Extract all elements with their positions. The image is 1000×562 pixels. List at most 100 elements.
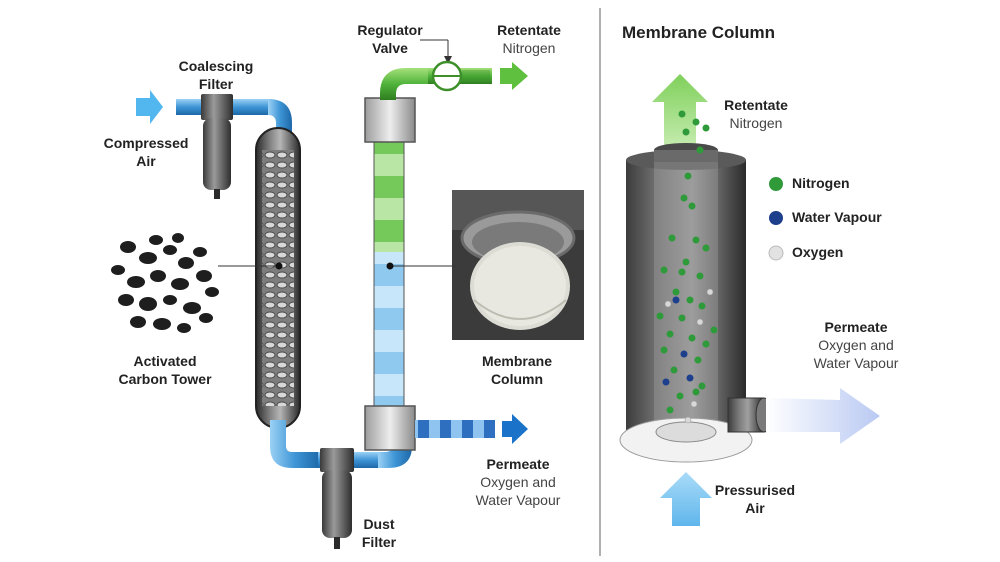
- molecule-16: [664, 300, 672, 308]
- permeate-right-arrow: [766, 388, 880, 444]
- molecule-9: [692, 236, 700, 244]
- coalescing-filter-body: [203, 118, 231, 190]
- molecule-5: [684, 172, 692, 180]
- pressurised-air-label: Pressurised Air: [700, 481, 810, 517]
- legend-nitrogen-dot: [769, 177, 783, 191]
- permeate-title-right: Permeate: [824, 319, 888, 335]
- membrane-photo: [452, 190, 584, 340]
- regulator-valve-label: Regulator Valve: [348, 21, 432, 57]
- molecule-4: [696, 146, 704, 154]
- molecule-38: [692, 388, 700, 396]
- molecule-18: [678, 314, 686, 322]
- activated-carbon-granules: [111, 233, 219, 333]
- molecules: [656, 110, 718, 424]
- tower-pointer-dot: [275, 262, 283, 270]
- molecule-30: [676, 392, 684, 400]
- molecule-39: [678, 268, 686, 276]
- molecule-11: [682, 258, 690, 266]
- molecule-13: [696, 272, 704, 280]
- compressed-air-arrow: [136, 90, 163, 124]
- molecule-29: [698, 382, 706, 390]
- molecule-1: [692, 118, 700, 126]
- molecule-25: [694, 356, 702, 364]
- legend-oxygen-dot: [768, 245, 784, 261]
- membrane-column-green: [374, 140, 404, 252]
- membrane-column-cylinder: [626, 160, 746, 432]
- regulator-valve-label-text: Regulator Valve: [357, 22, 423, 56]
- molecule-7: [688, 202, 696, 210]
- molecule-37: [710, 326, 718, 334]
- molecule-10: [702, 244, 710, 252]
- molecule-22: [702, 340, 710, 348]
- molecule-6: [680, 194, 688, 202]
- dust-filter-label: Dust Filter: [348, 515, 410, 551]
- molecule-28: [662, 378, 670, 386]
- coalescing-filter-drain: [214, 189, 220, 199]
- molecule-26: [670, 366, 678, 374]
- retentate-title-right: Retentate: [724, 97, 788, 113]
- molecule-35: [706, 288, 714, 296]
- molecule-27: [686, 374, 694, 382]
- dust-filter-drain: [334, 537, 340, 549]
- molecule-2: [702, 124, 710, 132]
- molecule-3: [682, 128, 690, 136]
- molecule-17: [698, 302, 706, 310]
- permeate-sub-left: Oxygen and Water Vapour: [475, 474, 561, 508]
- molecule-24: [680, 350, 688, 358]
- molecule-0: [678, 110, 686, 118]
- permeate-pipe: [415, 420, 495, 438]
- molecule-23: [660, 346, 668, 354]
- legend-water-vapour-dot: [769, 211, 783, 225]
- membrane-pointer-dot: [386, 262, 394, 270]
- legend-water-vapour-label: Water Vapour: [792, 209, 882, 225]
- activated-carbon-tower-label: Activated Carbon Tower: [104, 352, 226, 388]
- molecule-15: [686, 296, 694, 304]
- retentate-title-left: Retentate: [497, 22, 561, 38]
- molecule-14: [672, 288, 680, 296]
- dust-filter-body: [322, 470, 352, 538]
- retentate-pipe-segment: [462, 70, 490, 82]
- retentate-elbow: [380, 68, 430, 100]
- molecule-8: [668, 234, 676, 242]
- compressed-air-label: Compressed Air: [101, 134, 191, 170]
- bottom-elbow-left: [270, 420, 320, 468]
- tower-mesh: [262, 150, 294, 406]
- membrane-bottom-flange: [364, 405, 416, 451]
- molecule-34: [672, 296, 680, 304]
- permeate-sub-right: Oxygen and Water Vapour: [813, 337, 899, 371]
- pressurised-air-arrow: [660, 472, 712, 526]
- activated-carbon-tower-label-text: Activated Carbon Tower: [118, 353, 212, 387]
- molecule-12: [660, 266, 668, 274]
- membrane-column-blue: [374, 250, 404, 414]
- molecule-36: [656, 312, 664, 320]
- membrane-column-title: Membrane Column: [622, 23, 776, 42]
- molecule-33: [684, 416, 692, 424]
- retentate-sub-left: Nitrogen: [502, 40, 556, 56]
- pressurised-air-label-text: Pressurised Air: [714, 482, 796, 516]
- permeate-label-right: Permeate Oxygen and Water Vapour: [796, 318, 916, 372]
- membrane-top-flange: [364, 97, 416, 143]
- legend-oxygen-label: Oxygen: [792, 244, 844, 260]
- retentate-label-right: Retentate Nitrogen: [708, 96, 804, 132]
- legend-nitrogen-label: Nitrogen: [792, 175, 850, 191]
- molecule-20: [666, 330, 674, 338]
- coalescing-filter-label: Coalescing Filter: [172, 57, 260, 93]
- coalescing-filter-label-text: Coalescing Filter: [178, 58, 254, 92]
- dust-filter-label-text: Dust Filter: [361, 516, 397, 550]
- dust-filter-head: [320, 448, 354, 472]
- permeate-arrow: [502, 414, 528, 444]
- coalescing-filter-head: [201, 94, 233, 120]
- molecule-32: [666, 406, 674, 414]
- molecule-21: [688, 334, 696, 342]
- membrane-column-label: Membrane Column: [468, 352, 566, 388]
- retentate-arrow: [500, 62, 528, 90]
- molecule-19: [696, 318, 704, 326]
- retentate-label-left: Retentate Nitrogen: [484, 21, 574, 57]
- permeate-title-left: Permeate: [486, 456, 550, 472]
- permeate-label-left: Permeate Oxygen and Water Vapour: [458, 455, 578, 509]
- retentate-up-arrow: [652, 74, 708, 148]
- compressed-air-label-text: Compressed Air: [103, 135, 189, 169]
- molecule-31: [690, 400, 698, 408]
- membrane-column-label-text: Membrane Column: [481, 353, 553, 387]
